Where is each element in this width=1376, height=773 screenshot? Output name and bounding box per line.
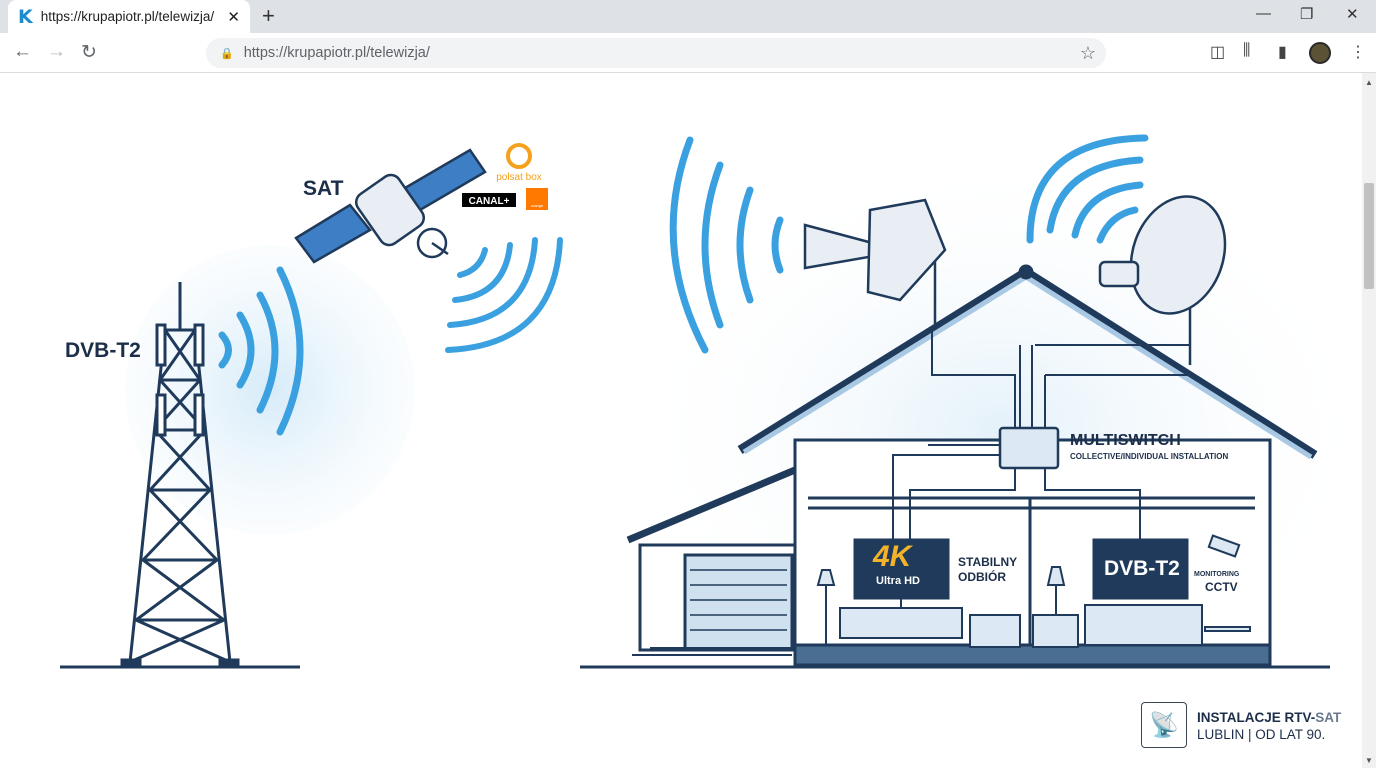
- dish-waves: [1026, 134, 1149, 244]
- tab-title: https://krupapiotr.pl/telewizja/: [40, 9, 215, 24]
- stable-label-2: ODBIÓR: [958, 570, 1006, 584]
- toolbar: ← → ↻ 🔒 https://krupapiotr.pl/telewizja/…: [0, 33, 1376, 73]
- cctv-label: CCTV: [1205, 580, 1238, 594]
- orange-logo: orange: [531, 203, 544, 208]
- transmitter-tower: [60, 282, 300, 669]
- minimize-icon[interactable]: —: [1256, 5, 1271, 22]
- address-bar[interactable]: 🔒 https://krupapiotr.pl/telewizja/ ☆: [206, 38, 1106, 68]
- close-window-icon[interactable]: ✕: [1346, 6, 1359, 23]
- avatar[interactable]: [1309, 42, 1331, 64]
- brand-text: INSTALACJE RTV-SAT LUBLIN | OD LAT 90.: [1197, 709, 1341, 743]
- lock-icon: 🔒: [220, 47, 234, 60]
- brand-line2: LUBLIN | OD LAT 90.: [1197, 727, 1326, 742]
- tv-ultrahd-label: Ultra HD: [876, 575, 921, 587]
- antenna-waves: [669, 136, 784, 354]
- scrollbar-thumb[interactable]: [1364, 183, 1374, 289]
- brand-badge: 📡: [1141, 702, 1187, 748]
- monitoring-label: MONITORING: [1194, 571, 1240, 578]
- tab-strip: K https://krupapiotr.pl/telewizja/ ✕ + —…: [0, 0, 1376, 33]
- terrestrial-antenna: [803, 198, 947, 330]
- canal-plus-logo: CANAL+: [469, 196, 510, 207]
- operator-logos: polsat box CANAL+ orange: [462, 143, 548, 210]
- scroll-up-icon[interactable]: ▲: [1365, 78, 1373, 87]
- satellite: [294, 148, 487, 264]
- page-content: polsat box CANAL+ orange DVB-T2 SAT MULT…: [0, 73, 1376, 768]
- scroll-down-icon[interactable]: ▼: [1365, 756, 1373, 765]
- tv-4k-label: 4K: [873, 540, 912, 573]
- star-icon[interactable]: ☆: [1079, 42, 1096, 63]
- tv-installation-illustration: polsat box CANAL+ orange: [60, 134, 1376, 710]
- sidebar-icon[interactable]: ▮: [1278, 44, 1287, 61]
- tv-dvbt2-label: DVB-T2: [1104, 557, 1180, 580]
- new-tab-icon[interactable]: +: [262, 3, 275, 28]
- menu-icon[interactable]: ⋮: [1350, 44, 1366, 61]
- furniture: [816, 534, 1251, 648]
- forward-icon[interactable]: →: [47, 41, 66, 62]
- pocket-icon[interactable]: ◫: [1210, 44, 1226, 61]
- multiswitch-title: MULTISWITCH: [1070, 432, 1181, 449]
- url-text: https://krupapiotr.pl/telewizja/: [243, 45, 430, 61]
- brand-line1-sat: SAT: [1315, 710, 1342, 725]
- brand-line1: INSTALACJE RTV-: [1197, 710, 1316, 725]
- tv-dvbt2: [1092, 538, 1189, 600]
- cables: [892, 330, 1190, 540]
- satellite-dish: [1098, 195, 1227, 365]
- close-tab-icon[interactable]: ✕: [227, 8, 240, 26]
- scrollbar[interactable]: [1362, 73, 1376, 768]
- tower-waves: [218, 266, 304, 436]
- multiswitch-box: [998, 426, 1060, 470]
- back-icon[interactable]: ←: [13, 41, 32, 62]
- satellite-waves: [445, 237, 563, 353]
- multiswitch-subtitle: COLLECTIVE/INDIVIDUAL INSTALLATION: [1070, 452, 1229, 461]
- reload-icon[interactable]: ↻: [81, 42, 97, 63]
- dvbt2-label: DVB-T2: [65, 339, 141, 362]
- maximize-icon[interactable]: ❐: [1300, 6, 1314, 23]
- polsat-box-logo: polsat box: [496, 172, 542, 183]
- favicon: K: [18, 5, 33, 28]
- sat-label: SAT: [303, 177, 344, 200]
- satellite-dish-icon: 📡: [1149, 711, 1179, 739]
- library-icon[interactable]: ⫼: [1243, 42, 1251, 59]
- stable-label-1: STABILNY: [958, 555, 1018, 569]
- tab-active[interactable]: K https://krupapiotr.pl/telewizja/ ✕: [8, 0, 250, 33]
